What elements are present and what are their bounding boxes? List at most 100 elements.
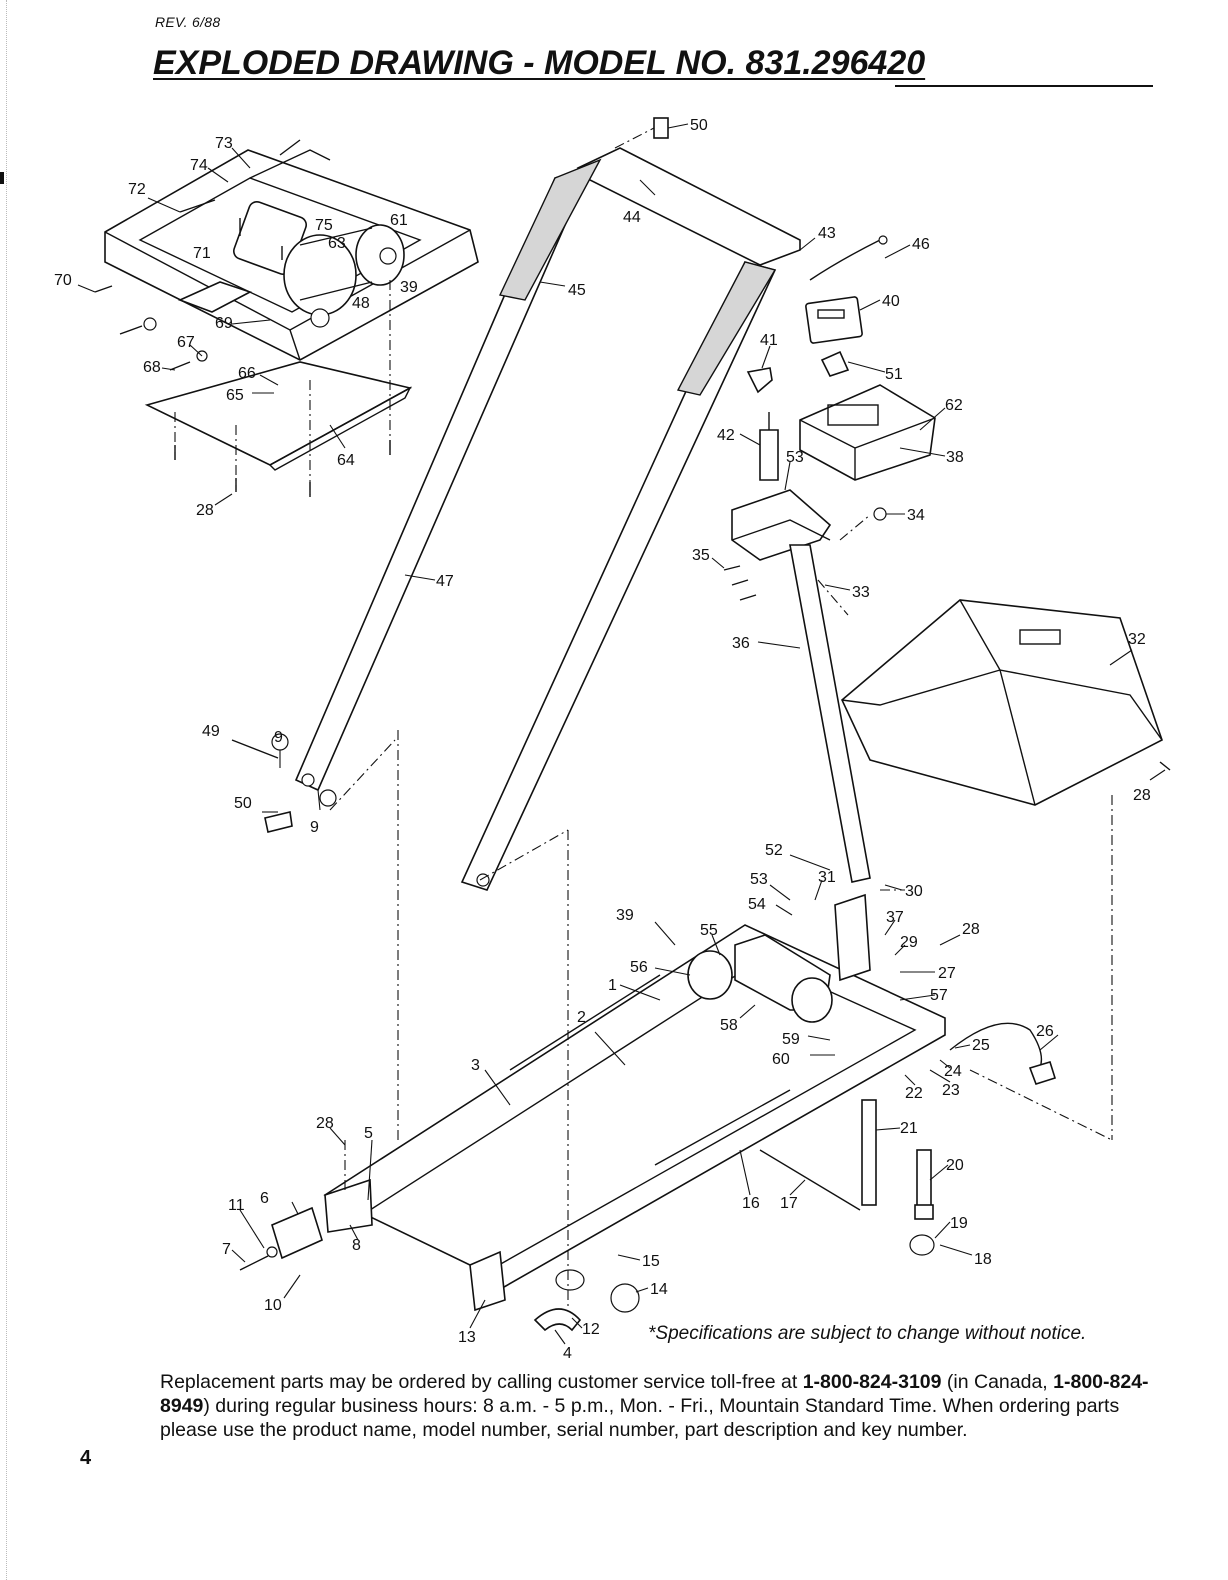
ordering-instructions: Replacement parts may be ordered by call… (160, 1370, 1150, 1442)
binder-mark (0, 172, 4, 184)
part-label: 29 (900, 934, 918, 951)
page-edge (6, 0, 7, 1580)
part-label: 51 (885, 366, 903, 383)
part-label: 36 (732, 635, 750, 652)
part-label: 16 (742, 1195, 760, 1212)
part-label: 14 (650, 1281, 668, 1298)
page-title: EXPLODED DRAWING - MODEL NO. 831.296420 (153, 44, 926, 82)
part-labels: 73 74 72 75 61 70 71 63 39 48 69 67 68 6… (54, 117, 1151, 1362)
part-label: 28 (962, 921, 980, 938)
part-label: 22 (905, 1085, 923, 1102)
part-label: 69 (215, 315, 233, 332)
motor-hood (841, 599, 1171, 1140)
part-label: 27 (938, 965, 956, 982)
phone-us: 1-800-824-3109 (802, 1371, 942, 1393)
title-rule (895, 85, 1153, 87)
part-label: 7 (222, 1241, 231, 1258)
part-label: 64 (337, 452, 355, 469)
part-label: 43 (818, 225, 836, 242)
part-label: 50 (234, 795, 252, 812)
part-label: 61 (390, 212, 408, 229)
part-label: 62 (945, 397, 963, 414)
treadmill-base (239, 829, 1113, 1332)
part-label: 4 (563, 1345, 572, 1362)
part-label: 17 (780, 1195, 798, 1212)
part-label: 50 (690, 117, 708, 134)
part-label: 35 (692, 547, 710, 564)
part-label: 53 (750, 871, 768, 888)
left-foot-hardware (231, 730, 399, 1140)
part-label: 42 (717, 427, 735, 444)
part-label: 39 (400, 279, 418, 296)
part-label: 67 (177, 334, 195, 351)
part-label: 70 (54, 272, 72, 289)
revision-label: REV. 6/88 (155, 14, 221, 30)
part-label: 28 (1133, 787, 1151, 804)
part-label: 15 (642, 1253, 660, 1270)
part-label: 24 (944, 1063, 962, 1080)
part-label: 44 (623, 209, 641, 226)
part-label: 11 (228, 1197, 245, 1214)
part-label: 60 (772, 1051, 790, 1068)
part-label: 8 (352, 1237, 361, 1254)
part-label: 54 (748, 896, 766, 913)
handrail-assembly (294, 117, 801, 891)
part-label: 63 (328, 235, 346, 252)
part-label: 45 (568, 282, 586, 299)
part-label: 28 (316, 1115, 334, 1132)
phone-canada: 1-800-824-8949 (160, 1371, 1149, 1417)
part-label: 5 (364, 1125, 373, 1142)
part-label: 41 (760, 332, 778, 349)
part-label: 75 (315, 217, 333, 234)
part-label: 72 (128, 181, 146, 198)
part-label: 55 (700, 922, 718, 939)
part-label: 74 (190, 157, 208, 174)
part-label: 21 (900, 1120, 918, 1137)
part-label: 68 (143, 359, 161, 376)
part-label: 2 (577, 1009, 586, 1026)
part-label: 1 (608, 977, 617, 994)
part-label: 31 (818, 869, 836, 886)
part-label: 40 (882, 293, 900, 310)
part-label: 53 (786, 449, 804, 466)
part-label: 52 (765, 842, 783, 859)
part-label: 66 (238, 365, 256, 382)
part-label: 39 (616, 907, 634, 924)
motor-hood-assembly (94, 139, 479, 497)
part-label: 19 (950, 1215, 968, 1232)
part-label: 73 (215, 135, 233, 152)
console-assembly (723, 235, 936, 616)
part-label: 46 (912, 236, 930, 253)
part-label: 18 (974, 1251, 992, 1268)
part-label: 56 (630, 959, 648, 976)
part-label: 37 (886, 909, 904, 926)
part-label: 48 (352, 295, 370, 312)
part-label: 12 (582, 1321, 600, 1338)
specifications-note: *Specifications are subject to change wi… (648, 1323, 1087, 1344)
part-label: 58 (720, 1017, 738, 1034)
part-label: 20 (946, 1157, 964, 1174)
part-label: 28 (196, 502, 214, 519)
order-text-part3: ) during regular business hours: 8 a.m. … (160, 1395, 1120, 1441)
part-label: 49 (202, 723, 220, 740)
part-label: 23 (942, 1082, 960, 1099)
part-label: 32 (1128, 631, 1146, 648)
part-label: 9 (310, 819, 319, 836)
part-label: 57 (930, 987, 948, 1004)
part-label: 33 (852, 584, 870, 601)
part-label: 3 (471, 1057, 480, 1074)
part-label: 71 (193, 245, 211, 262)
part-label: 6 (260, 1190, 269, 1207)
part-label: 13 (458, 1329, 476, 1346)
order-text-part2: (in Canada, (941, 1371, 1054, 1393)
part-label: 26 (1036, 1023, 1054, 1040)
part-label: 59 (782, 1031, 800, 1048)
part-label: 65 (226, 387, 244, 404)
part-label: 47 (436, 573, 454, 590)
part-label: 38 (946, 449, 964, 466)
leader-lines (77, 123, 1166, 1345)
part-label: 9 (274, 729, 283, 746)
part-label: 10 (264, 1297, 282, 1314)
